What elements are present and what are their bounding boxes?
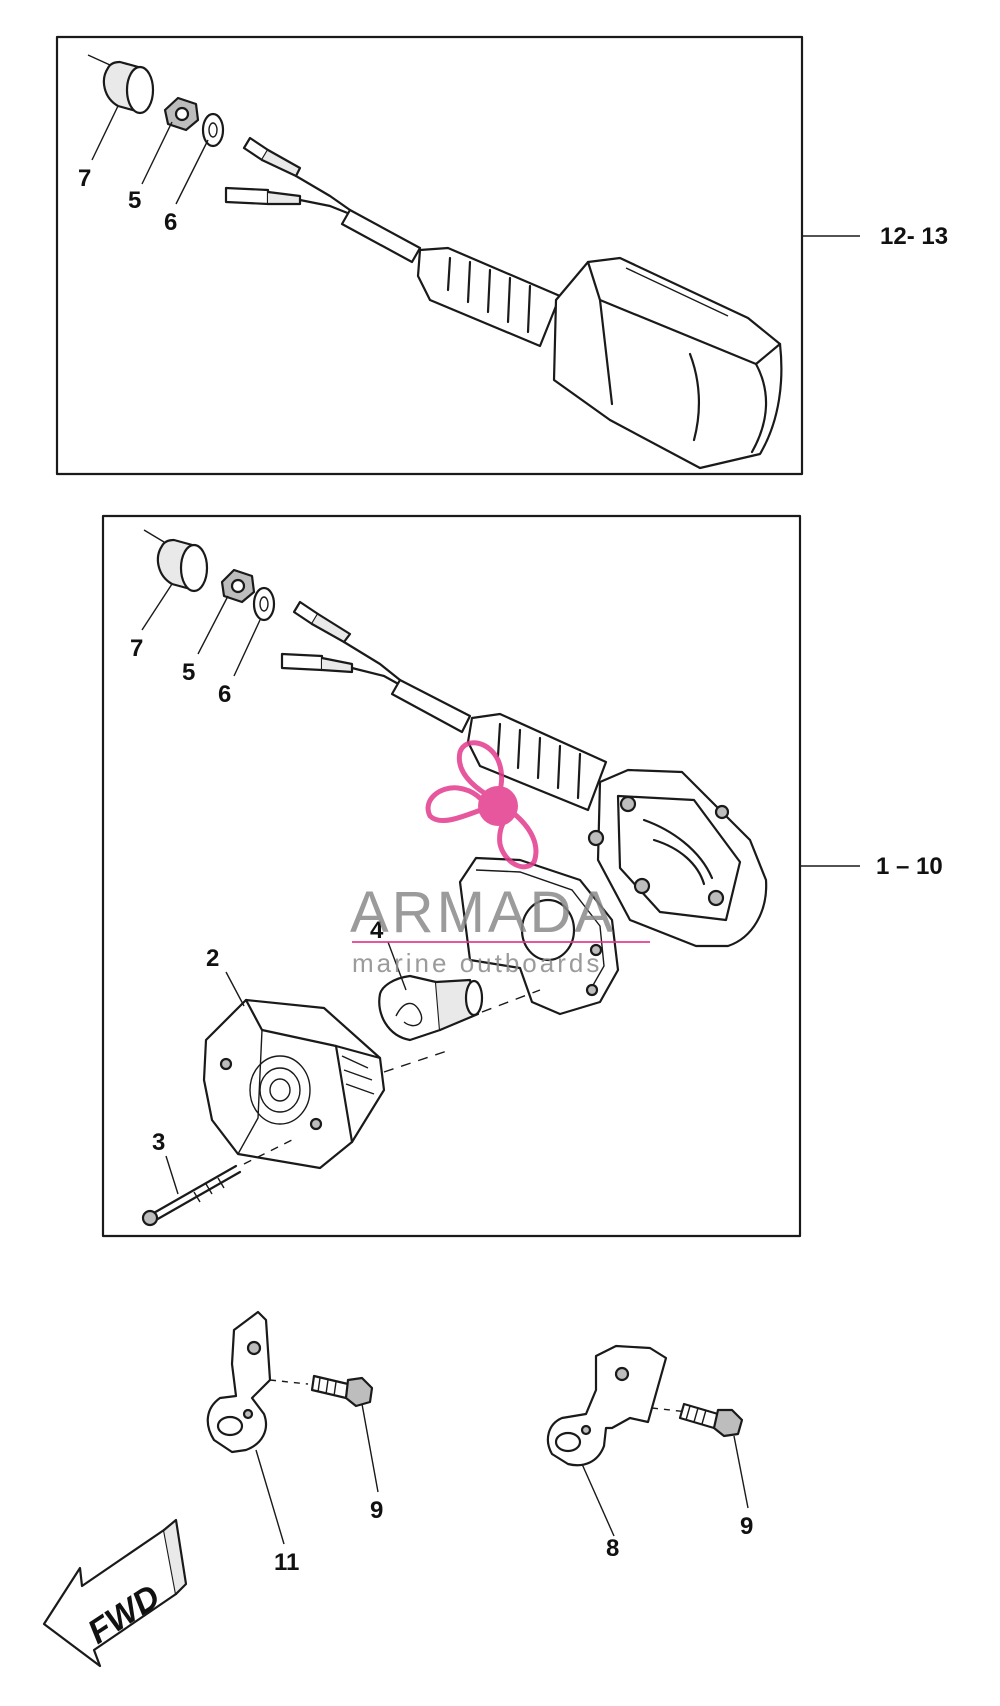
upper-callouts: 7 5 6 <box>78 105 209 236</box>
callout-7-lower: 7 <box>130 635 143 662</box>
upper-wire-harness <box>224 136 422 264</box>
callout-2: 2 <box>206 945 219 972</box>
callout-5-lower: 5 <box>182 659 195 686</box>
callout-4: 4 <box>370 917 384 944</box>
upper-cap-7 <box>87 54 155 115</box>
lower-cap-7 <box>143 529 209 593</box>
upper-assembly-panel: 12- 13 <box>55 35 948 476</box>
lower-screw-3 <box>141 1139 293 1227</box>
lower-lens-2 <box>202 998 451 1170</box>
callout-5-upper: 5 <box>128 187 141 214</box>
bracket-8 <box>546 1344 689 1467</box>
bolt-9-left <box>310 1374 374 1408</box>
callout-8: 8 <box>606 1535 619 1562</box>
lower-callouts: 7 5 6 4 2 3 <box>130 583 407 1195</box>
lower-bulb-4 <box>378 974 541 1042</box>
lower-washer-6 <box>252 586 276 622</box>
callout-7-upper: 7 <box>78 165 91 192</box>
callout-11: 11 <box>274 1549 299 1576</box>
callout-3: 3 <box>152 1129 165 1156</box>
upper-washer-6 <box>201 112 225 148</box>
lower-frame <box>101 514 802 1238</box>
upper-nut-5 <box>163 96 200 132</box>
lower-gasket <box>458 856 620 1016</box>
upper-lens-housing <box>552 256 783 470</box>
upper-stem <box>416 246 562 348</box>
watermark-tagline: marine outboards <box>352 948 602 978</box>
lower-assembly-panel: 1 – 10 <box>101 514 943 1238</box>
watermark-brand: ARMADA <box>350 880 616 945</box>
callout-6-upper: 6 <box>164 209 177 236</box>
watermark: ARMADA marine outboards <box>350 740 650 978</box>
bracket-11 <box>206 1310 309 1454</box>
callout-9-right: 9 <box>740 1513 753 1540</box>
bolt-9-right <box>678 1402 744 1438</box>
upper-frame <box>55 35 804 476</box>
lower-group-ref: 1 – 10 <box>876 853 943 880</box>
bracket-callouts: 9 11 8 9 <box>255 1403 753 1576</box>
upper-group-ref: 12- 13 <box>880 223 948 250</box>
propeller-logo-icon <box>425 740 539 870</box>
lower-housing-body <box>587 768 768 948</box>
callout-6-lower: 6 <box>218 681 231 708</box>
fwd-arrow-icon: FWD <box>42 1518 188 1668</box>
lower-wire-harness <box>280 600 472 734</box>
lower-nut-5 <box>220 568 256 604</box>
callout-9-left: 9 <box>370 1497 383 1524</box>
